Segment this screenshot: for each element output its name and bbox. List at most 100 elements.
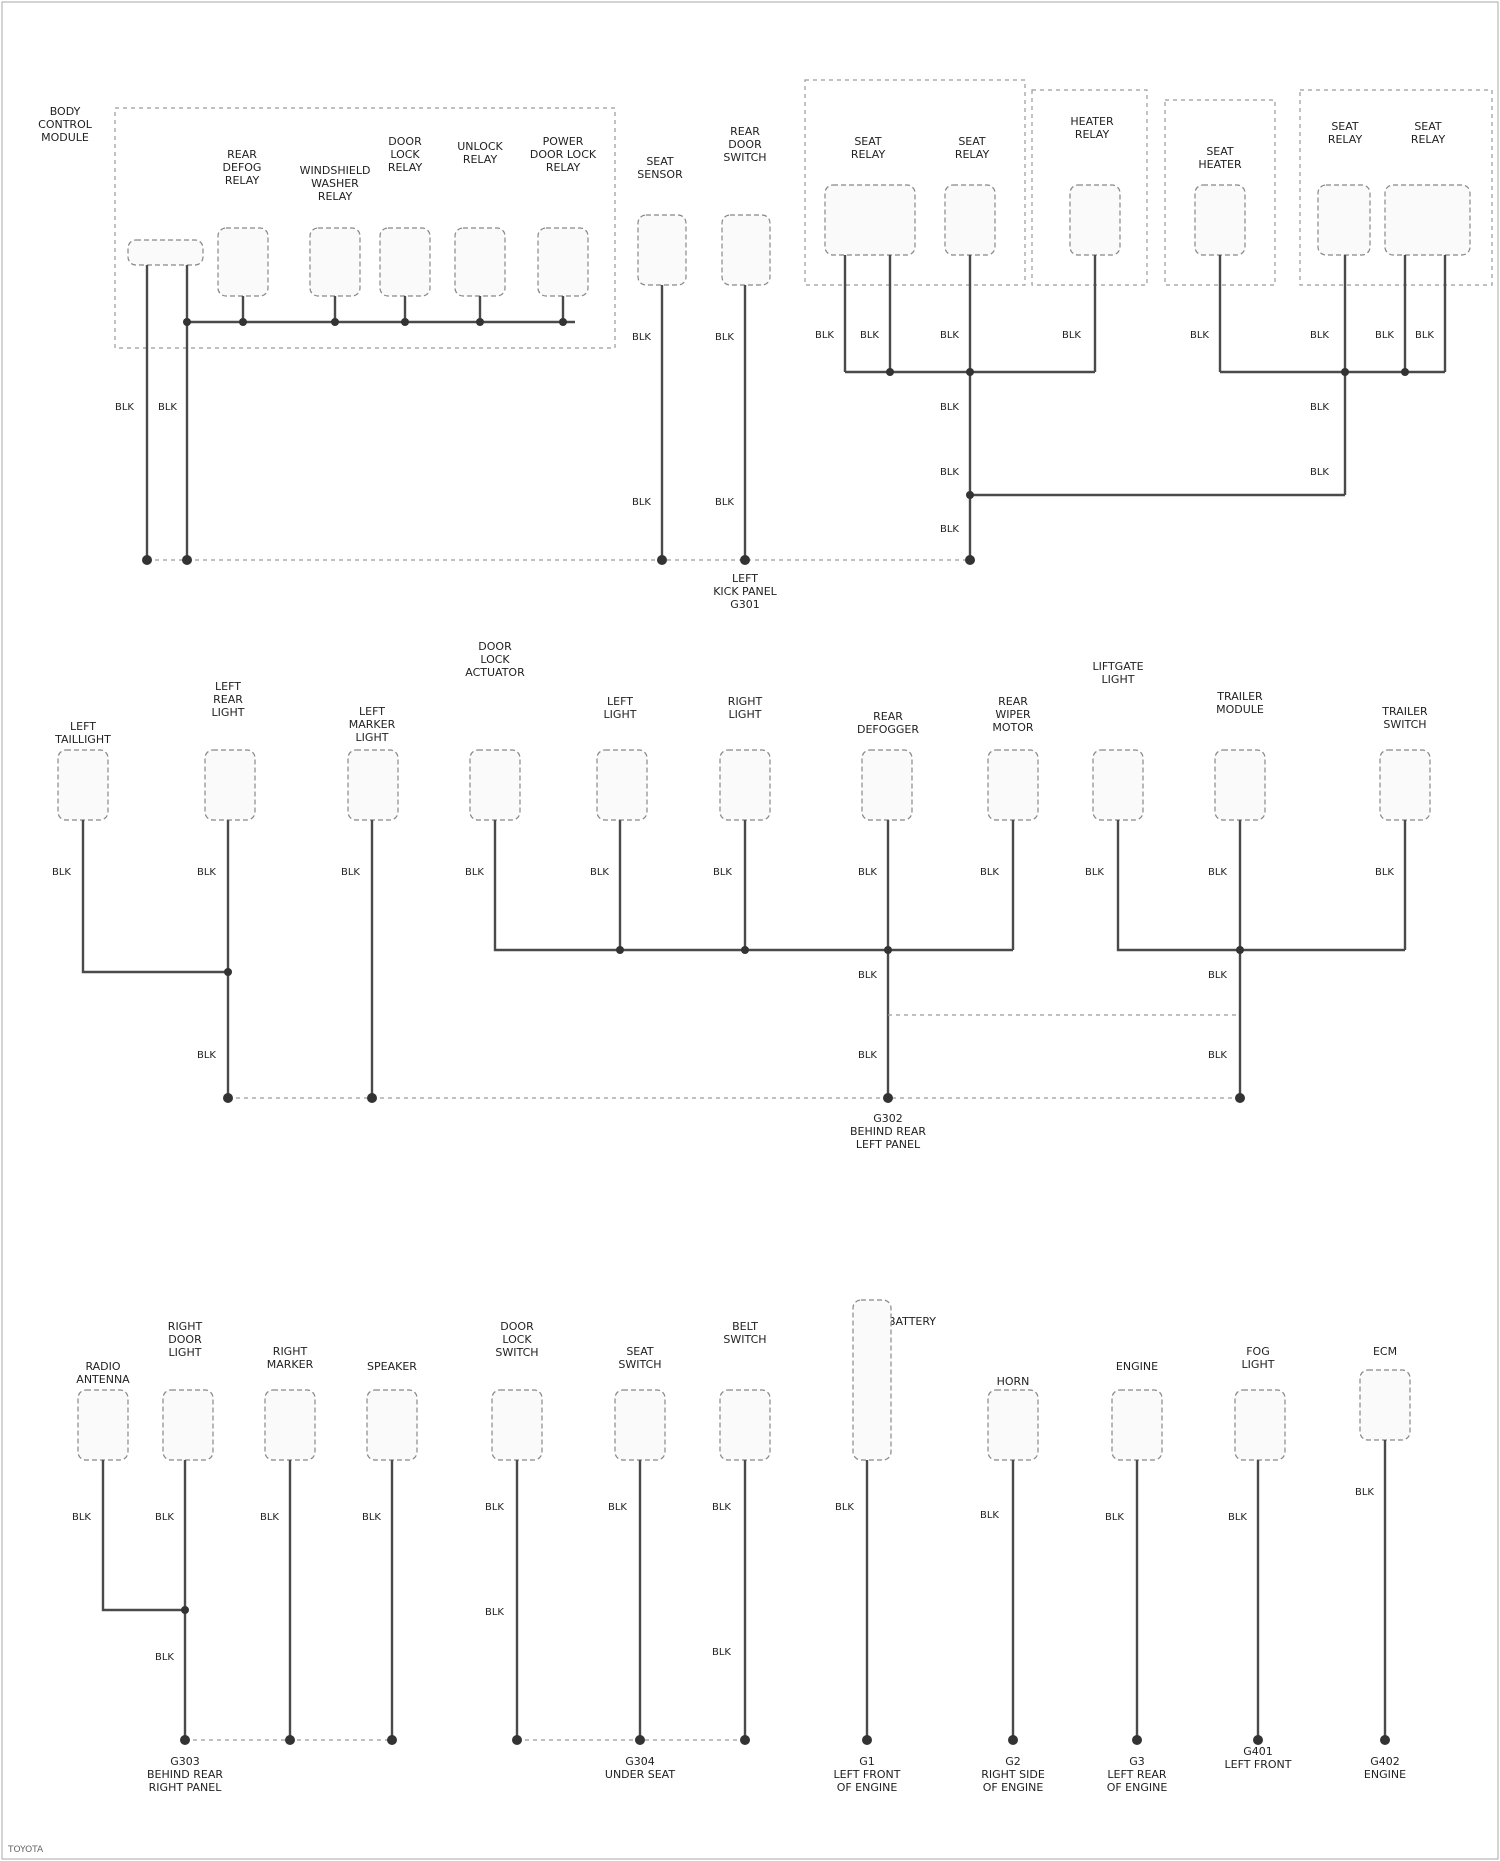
- wire-label: BLK: [1105, 1512, 1124, 1523]
- wire-label: BLK: [940, 402, 959, 413]
- splice: [616, 946, 624, 954]
- splice: [331, 318, 339, 326]
- wire-label: BLK: [1310, 402, 1329, 413]
- wire-label: BLK: [465, 867, 484, 878]
- component-box: [720, 750, 770, 820]
- splice: [401, 318, 409, 326]
- component-box: [1318, 185, 1370, 255]
- component-box: [78, 1390, 128, 1460]
- wire-label: BLK: [860, 330, 879, 341]
- wire: [1118, 820, 1405, 1098]
- component-box: [1215, 750, 1265, 820]
- component-box: [163, 1390, 213, 1460]
- wire-label: BLK: [1375, 330, 1394, 341]
- comp-label: REARDOORSWITCH: [723, 125, 766, 164]
- component-box: [492, 1390, 542, 1460]
- comp-label: SEATRELAY: [955, 135, 990, 161]
- wire-label: BLK: [115, 402, 134, 413]
- ground-node: [1253, 1735, 1263, 1745]
- splice: [181, 1606, 189, 1614]
- comp-label: REARDEFOGGER: [857, 710, 919, 736]
- wire: [662, 285, 745, 560]
- wire-label: BLK: [980, 1510, 999, 1521]
- wire-label: BLK: [940, 330, 959, 341]
- comp-label: SEATRELAY: [1411, 120, 1446, 146]
- component-box: [1360, 1370, 1410, 1440]
- wire-label: BLK: [1062, 330, 1081, 341]
- battery-box: [853, 1300, 891, 1460]
- wire-label: BLK: [632, 497, 651, 508]
- component-box: [310, 228, 360, 296]
- comp-label: LEFTMARKERLIGHT: [349, 705, 396, 744]
- component-box: [380, 228, 430, 296]
- ground-node: [740, 1735, 750, 1745]
- wire-label: BLK: [608, 1502, 627, 1513]
- ground-label: LEFTKICK PANELG301: [713, 572, 777, 611]
- comp-label: ECM: [1373, 1345, 1397, 1358]
- wire-label: BLK: [940, 467, 959, 478]
- comp-label: ENGINE: [1116, 1360, 1158, 1373]
- comp-label: SPEAKER: [367, 1360, 417, 1373]
- wire-label: BLK: [197, 867, 216, 878]
- comp-label: HEATERRELAY: [1070, 115, 1114, 141]
- component-box: [1195, 185, 1245, 255]
- ground-node: [367, 1093, 377, 1103]
- ground-node: [965, 555, 975, 565]
- comp-label: REARDEFOGRELAY: [223, 148, 262, 187]
- wire-label: BLK: [940, 524, 959, 535]
- component-box: [862, 750, 912, 820]
- component-box: [470, 750, 520, 820]
- wire: [845, 255, 1095, 560]
- wire-label: BLK: [485, 1607, 504, 1618]
- component-box: [722, 215, 770, 285]
- comp-label: BATTERY: [888, 1315, 936, 1328]
- wire-label: BLK: [485, 1502, 504, 1513]
- component-box: [128, 240, 203, 265]
- ground-node: [635, 1735, 645, 1745]
- ground-bus: [228, 1015, 1240, 1098]
- ground-node: [862, 1735, 872, 1745]
- splice: [239, 318, 247, 326]
- comp-label: HORN: [997, 1375, 1030, 1388]
- wire-label: BLK: [835, 1502, 854, 1513]
- component-box: [1385, 185, 1470, 255]
- wire: [83, 820, 372, 1098]
- wire-label: BLK: [712, 1647, 731, 1658]
- splice: [966, 491, 974, 499]
- splice: [886, 368, 894, 376]
- component-box: [348, 750, 398, 820]
- splice: [741, 946, 749, 954]
- wire-label: BLK: [72, 1512, 91, 1523]
- wire-label: BLK: [858, 970, 877, 981]
- ground-node: [657, 555, 667, 565]
- wire-label: BLK: [1208, 970, 1227, 981]
- wire-label: BLK: [1208, 867, 1227, 878]
- wire-label: BLK: [632, 332, 651, 343]
- component-box: [367, 1390, 417, 1460]
- component-box: [597, 750, 647, 820]
- splice: [1341, 368, 1349, 376]
- ground-label: G304UNDER SEAT: [605, 1755, 675, 1781]
- wire: [187, 296, 575, 322]
- wire-label: BLK: [52, 867, 71, 878]
- wire-label: BLK: [260, 1512, 279, 1523]
- splice: [183, 318, 191, 326]
- component-box: [988, 1390, 1038, 1460]
- wire-label: BLK: [155, 1512, 174, 1523]
- ground-node: [1132, 1735, 1142, 1745]
